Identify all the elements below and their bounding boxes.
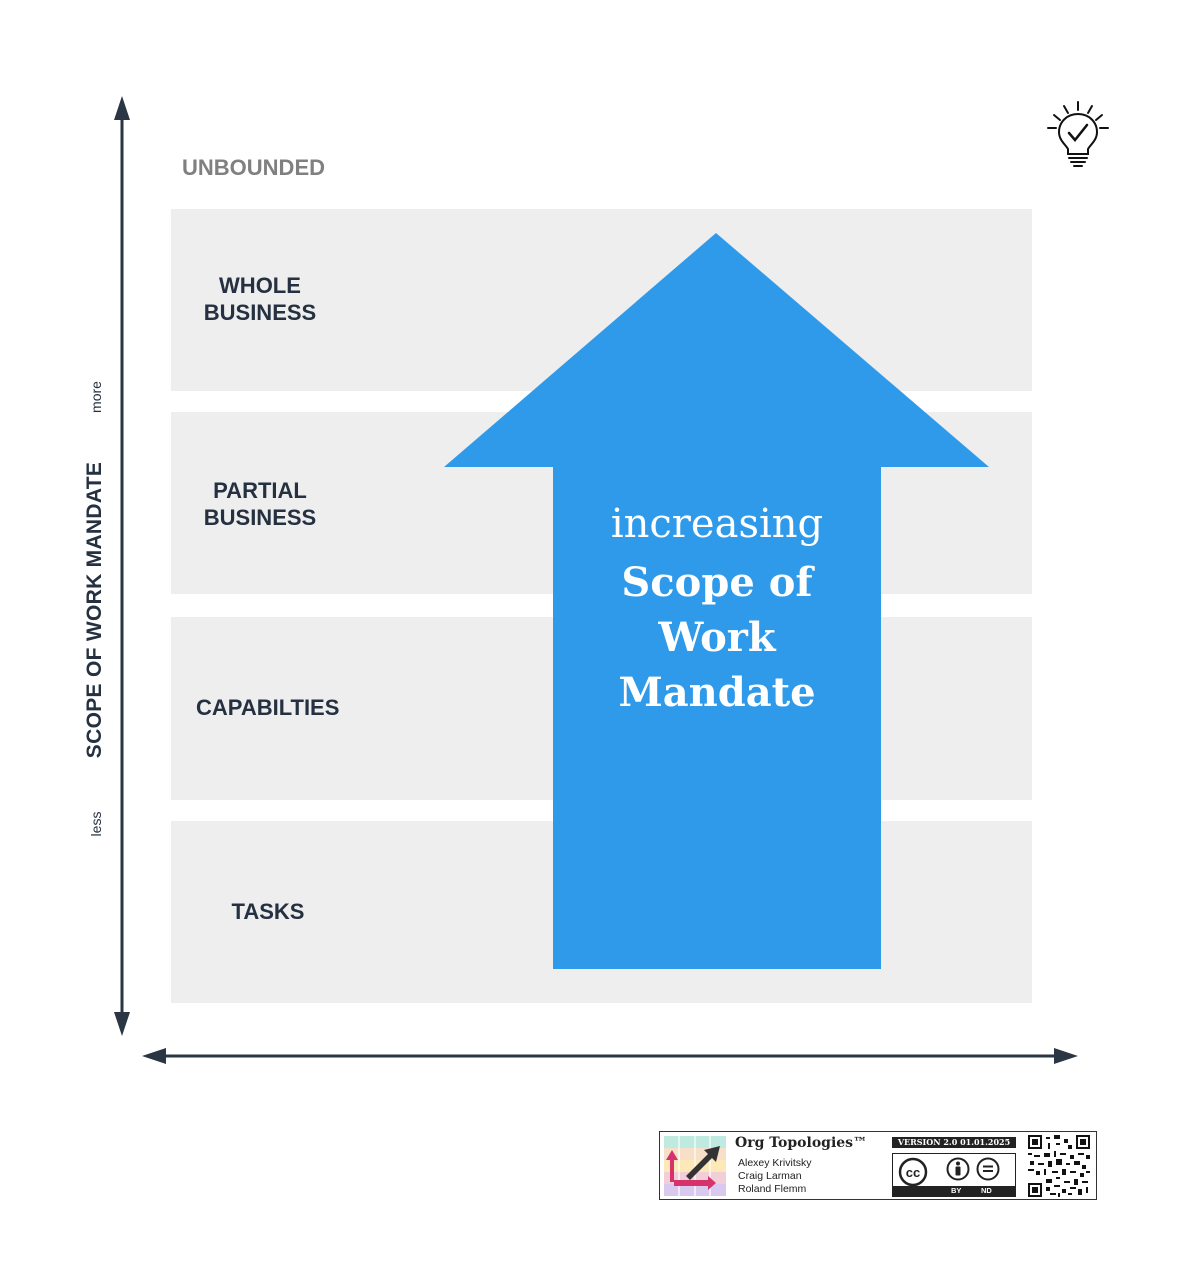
arrow-text-scope: Scope of Work Mandate: [618, 559, 816, 716]
cc-strip: BY ND: [893, 1186, 1015, 1196]
footer-version: VERSION 2.0 01.01.2025: [892, 1137, 1016, 1148]
nd-no-derivatives-icon: [976, 1157, 1000, 1181]
org-topologies-logo: [664, 1136, 726, 1196]
cc-icon: cc: [898, 1157, 928, 1187]
band-label-partial-business: PARTIAL BUSINESS: [203, 478, 317, 530]
cc-license-badge: cc BY ND: [892, 1153, 1016, 1197]
arrow-text-increasing: increasing: [610, 501, 824, 547]
footer-title: Org Topologies™: [735, 1135, 868, 1151]
footer-author-2: Craig Larman: [738, 1170, 802, 1182]
footer-author-3: Roland Flemm: [738, 1183, 807, 1195]
footer-author-1: Alexey Krivitsky: [738, 1157, 812, 1169]
vertical-axis: [114, 96, 130, 1036]
lightbulb-check-icon: [1047, 101, 1109, 167]
band-label-capabilities: CAPABILTIES: [196, 695, 340, 720]
cc-by-label: BY: [951, 1186, 962, 1195]
band-label-tasks: TASKS: [231, 899, 305, 924]
horizontal-axis: [142, 1048, 1078, 1064]
qr-code: [1028, 1135, 1090, 1197]
svg-text:cc: cc: [906, 1165, 920, 1180]
unbounded-label: UNBOUNDED: [182, 155, 325, 180]
org-topologies-badge: Org Topologies™ Alexey Krivitsky Craig L…: [659, 1131, 1097, 1200]
by-attribution-icon: [946, 1157, 970, 1181]
cc-nd-label: ND: [981, 1186, 992, 1195]
band-label-whole-business: WHOLE BUSINESS: [203, 273, 317, 325]
